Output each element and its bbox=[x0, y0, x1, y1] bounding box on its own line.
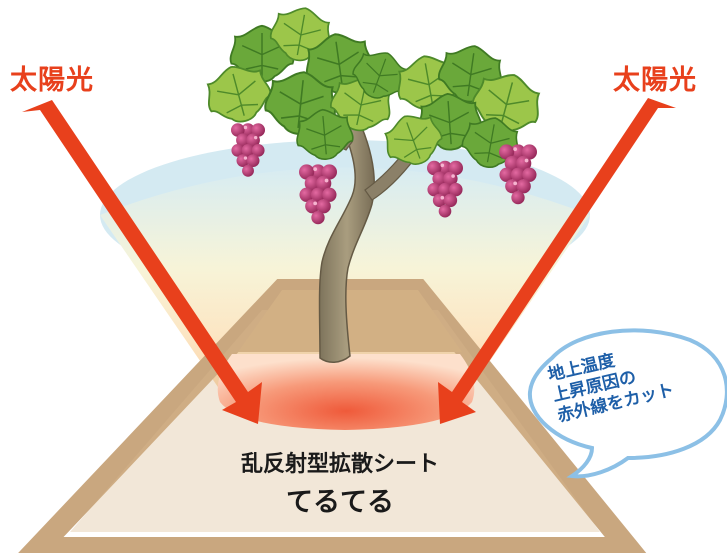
sheet-top-band bbox=[238, 290, 462, 352]
arrow-icon bbox=[22, 100, 262, 424]
sheet-type-label: 乱反射型拡散シート bbox=[240, 452, 439, 477]
sunlight-label-left: 太陽光 bbox=[10, 65, 94, 96]
arrow-icon bbox=[438, 98, 676, 424]
sheet-product-name: てるてる bbox=[286, 487, 394, 518]
sunlight-arrow-left bbox=[22, 100, 262, 424]
sunlight-label-right: 太陽光 bbox=[613, 65, 697, 96]
sunlight-arrow-right bbox=[438, 98, 676, 424]
vine-trunk bbox=[318, 113, 375, 363]
callout-bubble bbox=[527, 328, 727, 479]
heated-ground-zone bbox=[217, 354, 475, 430]
